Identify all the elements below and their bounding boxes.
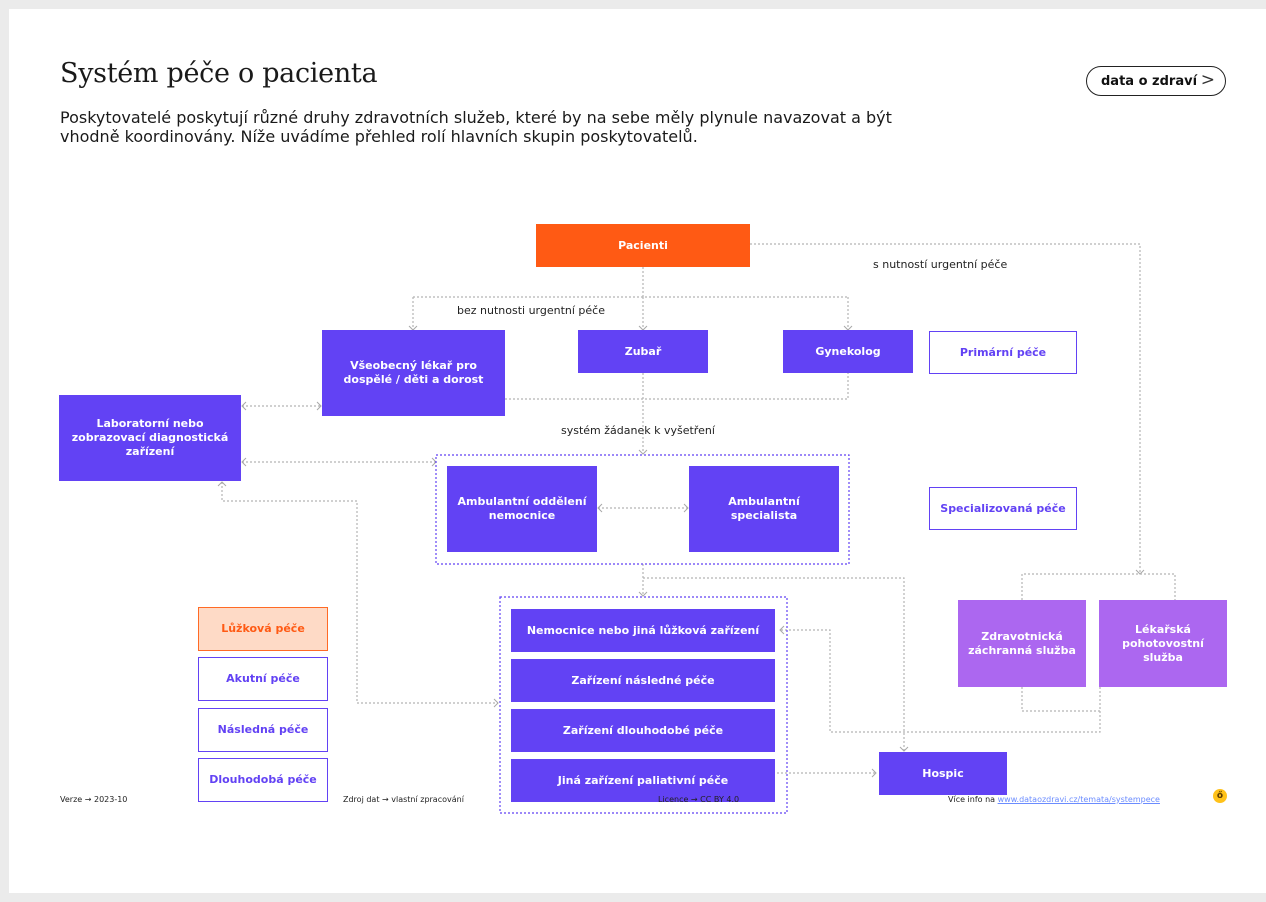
- connector-ems-bus: [1021, 573, 1176, 600]
- label-referral-system: systém žádanek k vyšetření: [561, 424, 715, 437]
- node-ems: Zdravotnická záchranná služba: [958, 600, 1086, 687]
- connector-lab-inpatient: [217, 481, 499, 708]
- node-hospital-outpatient: Ambulantní oddělení nemocnice: [447, 466, 597, 552]
- intro-text: Poskytovatelé poskytují různé druhy zdra…: [60, 108, 892, 146]
- node-lab-diagnostics: Laboratorní nebo zobrazovací diagnostick…: [59, 395, 241, 481]
- footer-more-info-link[interactable]: www.dataozdravi.cz/temata/systempece: [997, 795, 1160, 804]
- footer-license: Licence → CC BY 4.0: [658, 795, 740, 804]
- node-emergency-service: Lékařská pohotovostní služba: [1099, 600, 1227, 687]
- legend-longterm-care: Dlouhodobá péče: [198, 758, 328, 802]
- node-hospice: Hospic: [879, 752, 1007, 795]
- footer-source: Zdroj dat → vlastní zpracování: [343, 795, 464, 804]
- node-patients: Pacienti: [536, 224, 750, 267]
- connector-urgent: [750, 243, 1145, 575]
- legend-inpatient-care: Lůžková péče: [198, 607, 328, 651]
- connector-ems-hospital: [1021, 687, 1101, 712]
- legend-followup-care: Následná péče: [198, 708, 328, 752]
- node-general-practitioner: Všeobecný lékař pro dospělé / děti a dor…: [322, 330, 505, 416]
- node-outpatient-specialist: Ambulantní specialista: [689, 466, 839, 552]
- outpatient-group-outline: [435, 454, 850, 565]
- chevron-right-icon: >: [1200, 70, 1215, 90]
- connector-ems-to-hospital: [779, 625, 1101, 733]
- inpatient-group-outline: [499, 596, 788, 814]
- node-longterm-care: Zařízení dlouhodobé péče: [511, 709, 775, 752]
- node-hospital: Nemocnice nebo jiná lůžková zařízení: [511, 609, 775, 652]
- footer-more-info-label: Více info na: [948, 795, 996, 804]
- link-label: data o zdraví: [1101, 73, 1198, 89]
- footer-version: Verze → 2023-10: [60, 795, 128, 804]
- node-palliative-care: Jiná zařízení paliativní péče: [511, 759, 775, 802]
- node-dentist: Zubař: [578, 330, 708, 373]
- label-urgent: s nutností urgentní péče: [873, 258, 1008, 271]
- legend-acute-care: Akutní péče: [198, 657, 328, 701]
- node-gynecologist: Gynekolog: [783, 330, 913, 373]
- category-primary-care: Primární péče: [929, 331, 1077, 374]
- node-followup-care: Zařízení následné péče: [511, 659, 775, 702]
- footer-more-info: Více info na www.dataozdravi.cz/temata/s…: [948, 795, 1160, 804]
- label-non-urgent: bez nutnosti urgentní péče: [457, 304, 606, 317]
- page-title: Systém péče o pacienta: [60, 58, 378, 89]
- dataozdravi-logo-icon: ő: [1213, 789, 1227, 803]
- category-specialized-care: Specializovaná péče: [929, 487, 1077, 530]
- data-o-zdravi-link[interactable]: data o zdraví >: [1086, 66, 1226, 96]
- connector-gp-return: [505, 373, 849, 400]
- connector-to-hospice: [643, 577, 909, 752]
